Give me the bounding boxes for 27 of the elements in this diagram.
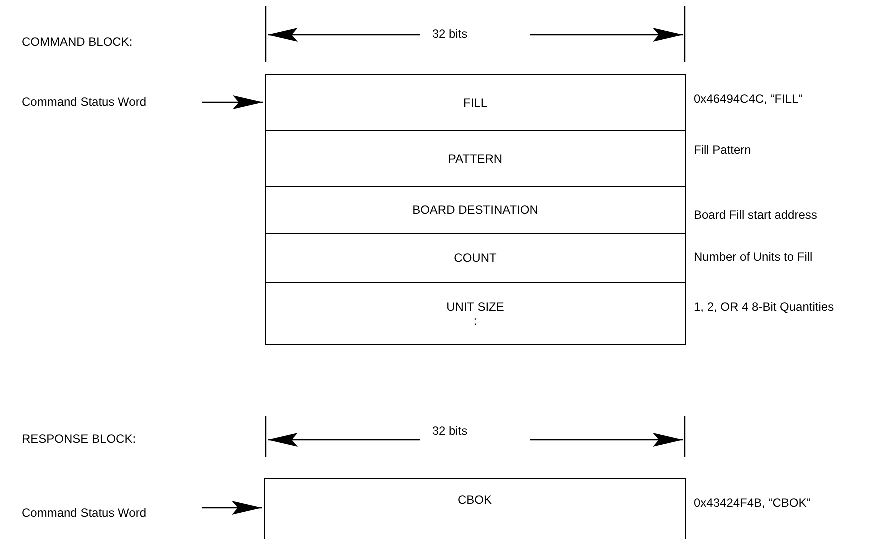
register-field xyxy=(265,282,686,345)
arrow xyxy=(202,96,263,110)
field-description: 0x46494C4C, “FILL” xyxy=(694,92,803,106)
pointer-label: Command Status Word xyxy=(22,95,146,109)
register-field xyxy=(265,74,686,131)
field-description: 0x43424F4B, “CBOK” xyxy=(694,496,811,510)
field-description: Fill Pattern xyxy=(694,143,752,157)
field-description: Board Fill start address xyxy=(694,208,818,222)
register-field xyxy=(265,186,686,234)
arrow xyxy=(202,501,262,515)
field-name: PATTERN xyxy=(448,152,503,166)
field-name: UNIT SIZE xyxy=(446,300,504,314)
field-description: 1, 2, OR 4 8-Bit Quantities xyxy=(694,300,834,314)
field-name: FILL xyxy=(463,96,488,110)
field-name: : xyxy=(474,314,478,328)
register-field xyxy=(265,130,686,187)
register-field xyxy=(264,478,686,539)
field-name: COUNT xyxy=(454,251,497,265)
dimension-label: 32 bits xyxy=(431,27,469,41)
block-title: RESPONSE BLOCK: xyxy=(22,432,136,446)
field-name: BOARD DESTINATION xyxy=(412,203,538,217)
field-description: Number of Units to Fill xyxy=(694,250,813,264)
pointer-label: Command Status Word xyxy=(22,506,146,520)
field-name: CBOK xyxy=(458,493,492,507)
block-title: COMMAND BLOCK: xyxy=(22,35,133,49)
dimension-label: 32 bits xyxy=(431,424,469,438)
register-field xyxy=(265,233,686,283)
